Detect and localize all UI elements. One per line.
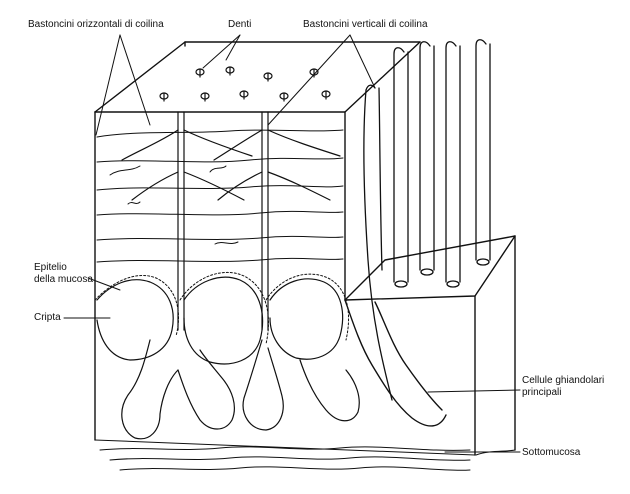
epithelium-dashes [94,271,349,345]
crypt-region [96,276,360,440]
label-submucosa: Sottomucosa [522,447,581,458]
label-vertical-rods: Bastoncini verticali di coilina [303,19,428,30]
teeth-group [159,66,331,102]
label-mucosal-epithelium-line2: della mucosa [34,274,93,285]
label-crypt: Cripta [34,312,61,323]
vertical-koilin-rods-internal [121,111,341,331]
submucosa-layer [94,439,516,471]
horizontal-koilin-layers [96,129,344,263]
label-gland-cells-line1: Cellule ghiandolari [522,375,605,386]
vertical-koilin-rods-protruding [363,39,491,401]
block-outline [94,41,421,441]
label-gland-cells-line2: principali [522,387,562,398]
leader-lines [63,34,521,453]
right-lower-block [344,235,516,456]
label-teeth: Denti [228,19,252,30]
label-horizontal-rods: Bastoncini orizzontali di coilina [28,19,164,30]
label-mucosal-epithelium-line1: Epitelio [34,262,67,273]
